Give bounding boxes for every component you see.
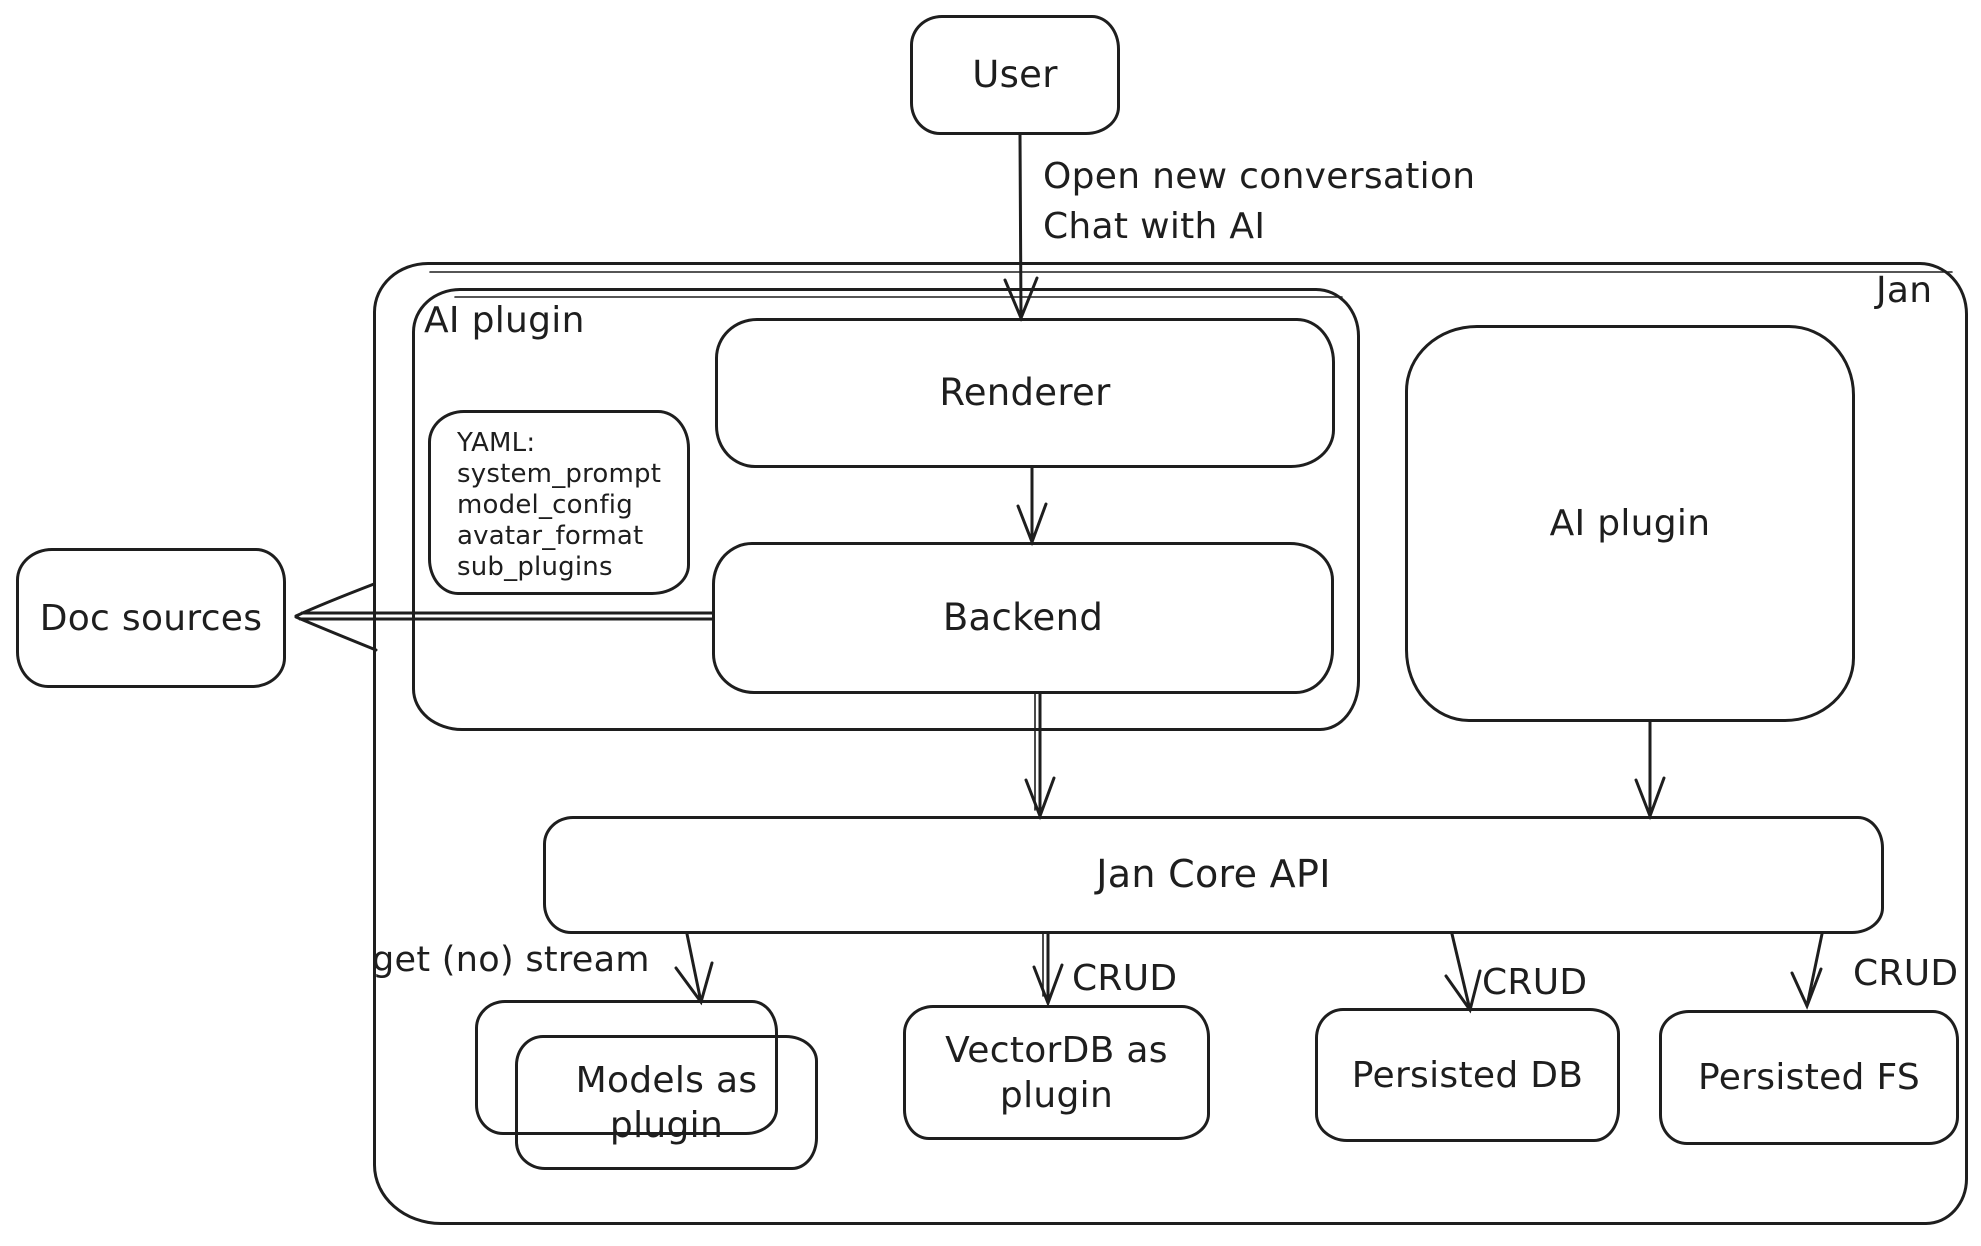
yaml-note: YAML: system_prompt model_config avatar_…	[428, 410, 690, 595]
backend-node: Backend	[712, 542, 1334, 694]
ai-plugin-container	[412, 288, 1360, 731]
edge-label-chat-with-ai: Chat with AI	[1043, 206, 1266, 247]
persisted-db-node: Persisted DB	[1315, 1008, 1620, 1142]
jan-core-api-node-label: Jan Core API	[1096, 852, 1331, 897]
models-as-plugin-back-box	[475, 1000, 778, 1135]
persisted-fs-node: Persisted FS	[1659, 1010, 1959, 1145]
user-node: User	[910, 15, 1120, 135]
ai-plugin-container-label: AI plugin	[424, 300, 585, 341]
ai-plugin-node: AI plugin	[1405, 325, 1855, 722]
ai-plugin-node-label: AI plugin	[1549, 503, 1711, 544]
arrow-backend-to-doc-sources-head	[294, 582, 378, 652]
yaml-note-line: sub_plugins	[457, 552, 613, 582]
jan-core-api-node: Jan Core API	[543, 816, 1884, 934]
edge-label-get-no-stream: get (no) stream	[372, 940, 650, 980]
yaml-note-line: avatar_format	[457, 521, 644, 551]
jan-container	[373, 262, 1968, 1225]
vectordb-as-plugin-node: VectorDB as plugin	[903, 1005, 1210, 1140]
edge-label-crud-vectordb: CRUD	[1072, 958, 1178, 999]
jan-container-label: Jan	[1876, 270, 1933, 311]
doc-sources-node-label: Doc sources	[39, 597, 263, 639]
persisted-db-label: Persisted DB	[1351, 1054, 1584, 1096]
models-as-plugin-node: Models as plugin	[515, 1035, 818, 1170]
edge-label-open-new-conversation: Open new conversation	[1043, 156, 1476, 197]
edge-label-crud-persisted-fs: CRUD	[1853, 953, 1959, 994]
renderer-node: Renderer	[715, 318, 1335, 468]
yaml-note-line: model_config	[457, 490, 633, 520]
renderer-node-label: Renderer	[939, 370, 1111, 414]
models-as-plugin-label: Models as plugin	[575, 1059, 758, 1146]
backend-node-label: Backend	[942, 595, 1104, 639]
yaml-note-line: YAML:	[457, 428, 536, 458]
user-node-label: User	[972, 52, 1058, 96]
doc-sources-node: Doc sources	[16, 548, 286, 688]
edge-label-crud-persisted-db: CRUD	[1482, 962, 1588, 1003]
vectordb-as-plugin-label: VectorDB as plugin	[945, 1029, 1168, 1116]
persisted-fs-label: Persisted FS	[1698, 1057, 1920, 1098]
yaml-note-line: system_prompt	[457, 459, 662, 489]
